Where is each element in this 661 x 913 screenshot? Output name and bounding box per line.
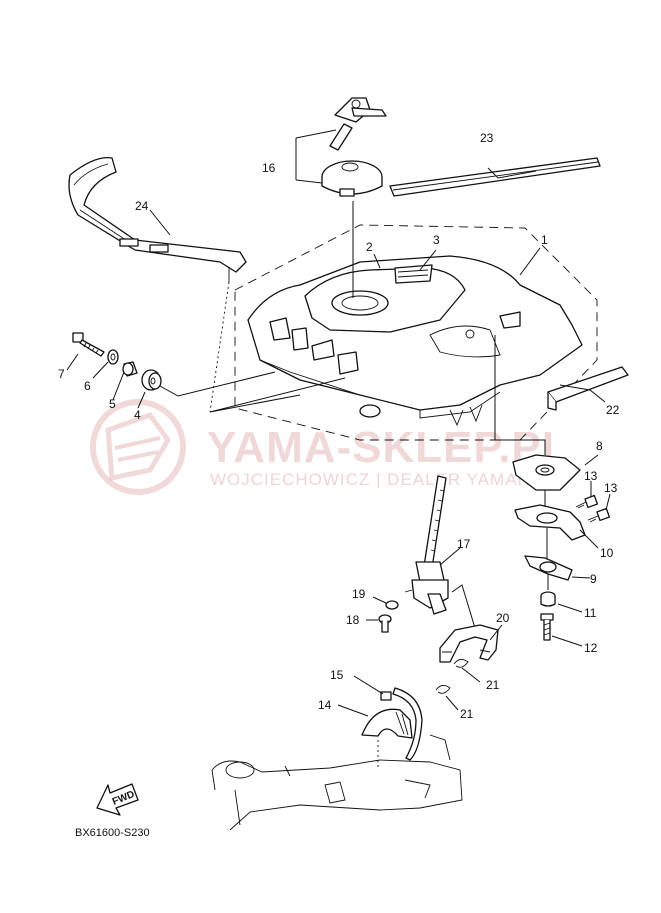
part-17-fuel-pump[interactable] (404, 475, 449, 615)
callout-labels: 1 2 3 4 5 6 7 8 9 10 11 12 13 13 14 15 1… (58, 131, 620, 721)
fwd-arrow-icon: FWD (96, 783, 139, 816)
callout-12: 12 (584, 641, 598, 655)
part-11-collar[interactable] (540, 591, 556, 607)
mount-lines (159, 371, 346, 413)
leader-12 (551, 635, 583, 647)
leader-13 (590, 481, 611, 511)
leader-2 (373, 253, 381, 269)
part-21-clip-b[interactable] (435, 685, 451, 694)
callout-1: 1 (541, 233, 548, 247)
part-7-bolt[interactable] (72, 332, 105, 357)
callout-7: 7 (58, 367, 65, 381)
part-22-pad[interactable] (547, 366, 629, 411)
callout-13-a: 13 (584, 469, 598, 483)
watermark-logo-icon (90, 399, 186, 495)
watermark-brand: YAMA-SKLEP.PL (207, 423, 570, 472)
part-1-fuel-tank[interactable] (247, 255, 583, 427)
part-5-collar[interactable] (122, 361, 138, 377)
callout-3: 3 (433, 233, 440, 247)
part-20-hose[interactable] (439, 624, 499, 663)
leader-8 (584, 454, 599, 466)
leader-11 (557, 603, 583, 613)
callout-13-b: 13 (604, 481, 618, 495)
callout-9: 9 (590, 572, 597, 586)
leader-19 (372, 596, 387, 604)
part-21-clip-a[interactable] (453, 659, 469, 668)
leader-21b (445, 695, 459, 711)
leaders-4-7 (66, 353, 146, 409)
callout-8: 8 (596, 439, 603, 453)
callout-2: 2 (366, 240, 373, 254)
leader-23 (487, 167, 537, 179)
watermark-tagline: WOJCIECHOWICZ | DEALER YAMAHA (210, 470, 543, 489)
leader-14 (337, 704, 369, 717)
leader-1 (519, 247, 541, 276)
callout-23: 23 (480, 131, 494, 145)
callout-4: 4 (134, 408, 141, 422)
callout-11: 11 (584, 606, 597, 620)
part-12-bolt[interactable] (540, 613, 554, 641)
tank-assembly-outline (234, 224, 598, 441)
part-10-bracket[interactable] (514, 504, 586, 541)
leader-tank-to-8 (494, 335, 546, 455)
leader-22 (559, 384, 606, 403)
callout-6: 6 (84, 379, 91, 393)
callout-19: 19 (352, 587, 366, 601)
part-4-grommet[interactable] (141, 369, 162, 391)
part-6-washer[interactable] (107, 349, 119, 365)
callout-10: 10 (600, 546, 614, 560)
leader-20 (489, 624, 503, 641)
part-14-damper[interactable] (361, 708, 413, 739)
callout-22: 22 (606, 403, 620, 417)
leader-21a (461, 667, 481, 683)
part-24-side-cover[interactable] (68, 156, 247, 282)
diagram-code: BX61600-S230 (75, 827, 150, 839)
leader-3 (419, 249, 437, 271)
part-23-pad-strip[interactable] (389, 157, 601, 197)
callout-5: 5 (109, 397, 116, 411)
part-16-key[interactable] (329, 97, 387, 151)
part-9-damper[interactable] (524, 555, 573, 581)
leader-17 (439, 547, 461, 566)
leader-15 (353, 675, 384, 695)
callout-16: 16 (262, 161, 276, 175)
callout-15: 15 (330, 668, 344, 682)
callout-18: 18 (346, 613, 360, 627)
callout-24: 24 (135, 199, 149, 213)
leader-24 (149, 209, 171, 236)
part-8-damper[interactable] (512, 454, 581, 491)
part-18-screw[interactable] (378, 614, 392, 633)
leader-10 (579, 529, 599, 549)
part-15-band[interactable] (380, 687, 423, 761)
leader-24-mount (209, 281, 230, 413)
callout-14: 14 (318, 698, 332, 712)
part-16-fuel-cap[interactable] (321, 160, 383, 197)
part-19-washer[interactable] (385, 600, 399, 610)
callout-21-b: 21 (460, 707, 474, 721)
callout-20: 20 (496, 611, 510, 625)
frame-reference (211, 734, 463, 831)
part-13-bolt-a[interactable] (575, 494, 599, 509)
watermark: YAMA-SKLEP.PL WOJCIECHOWICZ | DEALER YAM… (90, 399, 570, 495)
callout-17: 17 (457, 537, 471, 551)
callout-21-a: 21 (486, 678, 500, 692)
part-13-bolt-b[interactable] (587, 507, 611, 523)
leader-9 (571, 576, 591, 579)
